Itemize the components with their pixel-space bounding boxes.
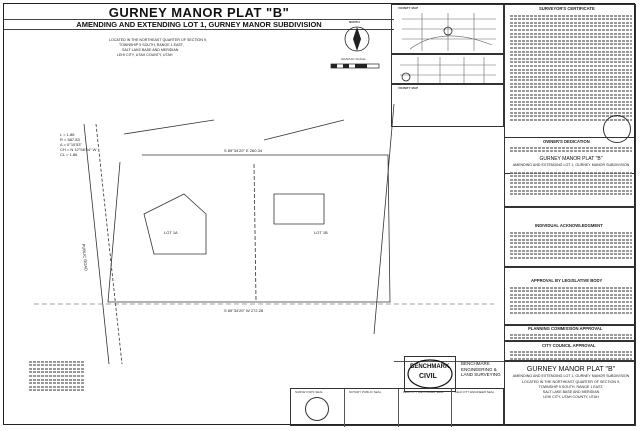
street-label: PUBLIC ROAD [81,244,89,272]
title-block-plat-sub: AMENDING AND EXTENDING LOT 1, GURNEY MAN… [512,374,630,378]
location-line-2: TOWNSHIP 5 SOUTH, RANGE 1 EAST, [119,43,184,47]
approval-title: APPROVAL BY LEGISLATIVE BODY [531,278,603,283]
approval-text [510,285,632,315]
house-outline [143,193,207,255]
owners-text [510,170,632,197]
seal-divider-3 [451,389,452,427]
building-outline [273,193,325,225]
curve-line-5: CL = 1.86 [60,152,78,157]
firm-name-line-2: ENGINEERING & [461,366,497,372]
plat-subtitle: AMENDING AND EXTENDING LOT 1, GURNEY MAN… [4,19,394,30]
surveyor-seal [305,397,329,421]
lot-label-1: LOT 1A [164,230,178,235]
approval-panel: APPROVAL BY LEGISLATIVE BODY [504,267,636,325]
vicinity-map-top: VICINITY MAP [391,4,504,54]
road-left-line [83,123,110,364]
vicinity-map-label-bottom: VICINITY MAP [398,86,419,90]
city-council-text [510,349,632,361]
graphic-scale-label: GRAPHIC SCALE [341,57,366,61]
curve-line-1: L = 1.86 [60,132,75,137]
city-council-panel: CITY COUNCIL APPROVAL [504,341,636,361]
firm-logo-line-1: BENCHMARK [410,364,450,370]
seal-divider-1 [344,389,345,427]
north-label: NORTH [349,20,360,24]
title-block-panel: GURNEY MANOR PLAT "B" AMENDING AND EXTEN… [504,361,636,426]
location-line-1: LOCATED IN THE NORTHEAST QUARTER OF SECT… [109,38,207,42]
planning-panel: PLANNING COMMISSION APPROVAL [504,325,636,341]
title-block-loc-4: LEHI CITY, UTAH COUNTY, UTAH [543,395,599,399]
owners-plat-sub: AMENDING AND EXTENDING LOT 1, GURNEY MAN… [512,163,630,167]
bearing-top: S 89°34'20" E 260.34 [224,148,263,153]
vicinity-streets-top [402,13,496,51]
road-left-line-2 [95,123,123,364]
owners-text-top [510,145,632,154]
road-right-line [373,103,395,335]
owners-dedication-title: OWNER'S DEDICATION [543,139,590,144]
owners-plat-name: GURNEY MANOR PLAT "B" [539,156,603,162]
surveyor-seal-label: SURVEYOR'S SEAL [295,390,323,394]
acknowledgment-title: INDIVIDUAL ACKNOWLEDGMENT [535,223,603,228]
lot-boundary [107,154,391,303]
bearing-bottom: S 89°34'20" W 272.28 [224,308,264,313]
title-block-loc-3: SALT LAKE BASE AND MERIDIAN [542,390,600,394]
firm-logo-line-2: CIVIL [419,373,437,380]
surveyor-certificate-title: SURVEYOR'S CERTIFICATE [539,6,595,11]
seal-divider-2 [398,389,399,427]
plat-sheet: GURNEY MANOR PLAT "B" AMENDING AND EXTEN… [3,3,636,427]
location-line-4: LEHI CITY, UTAH COUNTY, UTAH [117,53,173,57]
legend-lines [29,360,84,392]
top-line-2 [263,119,345,141]
engineer-seal-label: LEHI CITY ENGINEER SEAL [455,390,495,394]
curve-line-2: R = 587.83 [60,137,80,142]
vicinity-map-inset [391,54,504,84]
recorder-seal-label: LEHI CITY RECORDER SEAL [403,390,444,394]
notary-seal-label: NOTARY PUBLIC SEAL [349,390,382,394]
surveyor-stamp [603,115,631,143]
surveyor-certificate-text [510,13,632,122]
graphic-scale-bar [330,63,380,69]
seals-row: SURVEYOR'S SEAL NOTARY PUBLIC SEAL LEHI … [290,388,504,427]
firm-name-line-3: LAND SURVEYING [461,372,501,378]
north-arrow-icon [344,26,370,52]
city-council-title: CITY COUNCIL APPROVAL [542,343,596,348]
owners-dedication-panel: OWNER'S DEDICATION GURNEY MANOR PLAT "B"… [504,137,636,207]
planning-text [510,332,632,341]
planning-title: PLANNING COMMISSION APPROVAL [528,326,603,331]
firm-logo: BENCHMARK CIVIL [404,356,456,392]
vicinity-inset-streets [400,57,496,83]
lot-divider [253,163,257,301]
surveyor-certificate-panel: SURVEYOR'S CERTIFICATE [504,4,636,174]
acknowledgment-text [510,230,632,260]
plat-title: GURNEY MANOR PLAT "B" [108,5,290,20]
acknowledgment-panel: INDIVIDUAL ACKNOWLEDGMENT [504,207,636,267]
lot-label-2: LOT 1B [314,230,328,235]
vicinity-map-bottom: VICINITY MAP [391,84,504,127]
top-line [123,119,215,135]
curve-line-3: Δ = 0°10'53" [60,142,82,147]
vicinity-map-label-top: VICINITY MAP [398,6,419,10]
north-arrow: NORTH GRAPHIC SCALE [337,20,381,66]
firm-name-line-1: BENCHMARK [461,361,490,366]
curve-line-4: CH = N 12°58'44" W [60,147,97,152]
title-block-loc-1: LOCATED IN THE NORTHEAST QUARTER OF SECT… [522,380,620,384]
legend [29,359,89,419]
title-block-loc-2: TOWNSHIP 5 SOUTH, RANGE 1 EAST, [538,385,604,389]
title-block-plat-name: GURNEY MANOR PLAT "B" [526,366,616,373]
location-line-3: SALT LAKE BASE AND MERIDIAN [122,48,179,52]
firm-name: BENCHMARK ENGINEERING & LAND SURVEYING [461,361,501,378]
plat-drawing: S 89°34'20" E 260.34 S 89°34'20" W 272.2… [34,103,494,364]
